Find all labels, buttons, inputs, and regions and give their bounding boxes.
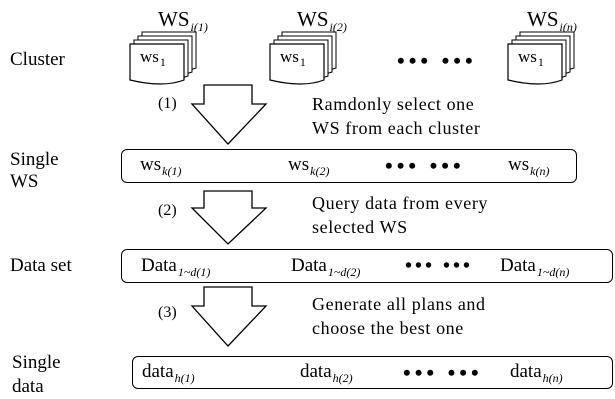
- step-2-number: (2): [158, 202, 177, 219]
- down-arrow-3-icon: [190, 286, 268, 347]
- document-label-n: ws1: [518, 47, 544, 69]
- cluster-header-2: WSi(2): [297, 7, 347, 34]
- data-set-row-label: Data set: [10, 255, 72, 276]
- cluster-row-label: Cluster: [10, 49, 65, 70]
- cluster-header-n: WSi(n): [527, 7, 577, 34]
- document-label-1: ws1: [140, 47, 166, 69]
- single-data-item-1: datah(1): [142, 361, 195, 385]
- document-stack-icon-1: ws1: [129, 30, 200, 88]
- step-1-number: (1): [158, 95, 177, 112]
- single-data-ellipsis: ••• •••: [403, 360, 483, 385]
- single-data-row-label-line1: Single: [12, 352, 61, 373]
- single-data-item-2: datah(2): [300, 361, 353, 385]
- single-data-box: [132, 356, 613, 389]
- single-ws-box: [121, 149, 577, 183]
- single-data-row-label-line2: data: [12, 376, 44, 397]
- data-set-item-2: Data1~d(2): [291, 255, 361, 279]
- single-data-item-n: datah(n): [510, 361, 563, 385]
- single-ws-item-2: wsk(2): [288, 154, 330, 178]
- single-ws-ellipsis: ••• •••: [385, 153, 465, 178]
- document-label-2: ws1: [280, 47, 306, 69]
- data-set-ellipsis: ••• •••: [405, 255, 474, 277]
- cluster-ellipsis: ••• •••: [397, 48, 477, 73]
- data-set-item-1: Data1~d(1): [141, 255, 211, 279]
- step-2-note-line1: Query data from every: [312, 193, 489, 213]
- data-set-item-n: Data1~d(n): [500, 255, 570, 279]
- down-arrow-2-icon: [190, 190, 268, 245]
- step-1-note-line1: Ramdonly select one: [312, 94, 475, 114]
- single-ws-item-n: wsk(n): [508, 154, 550, 178]
- single-ws-row-label-line2: WS: [10, 171, 39, 192]
- step-2-note-line2: selected WS: [312, 217, 408, 237]
- single-ws-item-1: wsk(1): [140, 154, 182, 178]
- step-1-note-line2: WS from each cluster: [312, 118, 481, 138]
- data-set-box: [121, 249, 613, 283]
- document-stack-icon-2: ws1: [269, 30, 340, 88]
- cluster-header-1: WSi(1): [158, 7, 208, 34]
- document-stack-icon-n: ws1: [507, 30, 578, 88]
- step-3-number: (3): [158, 304, 177, 321]
- step-3-note-line2: choose the best one: [312, 318, 464, 338]
- step-3-note-line1: Generate all plans and: [312, 294, 486, 314]
- single-ws-row-label-line1: Single: [10, 149, 59, 170]
- down-arrow-1-icon: [190, 84, 268, 145]
